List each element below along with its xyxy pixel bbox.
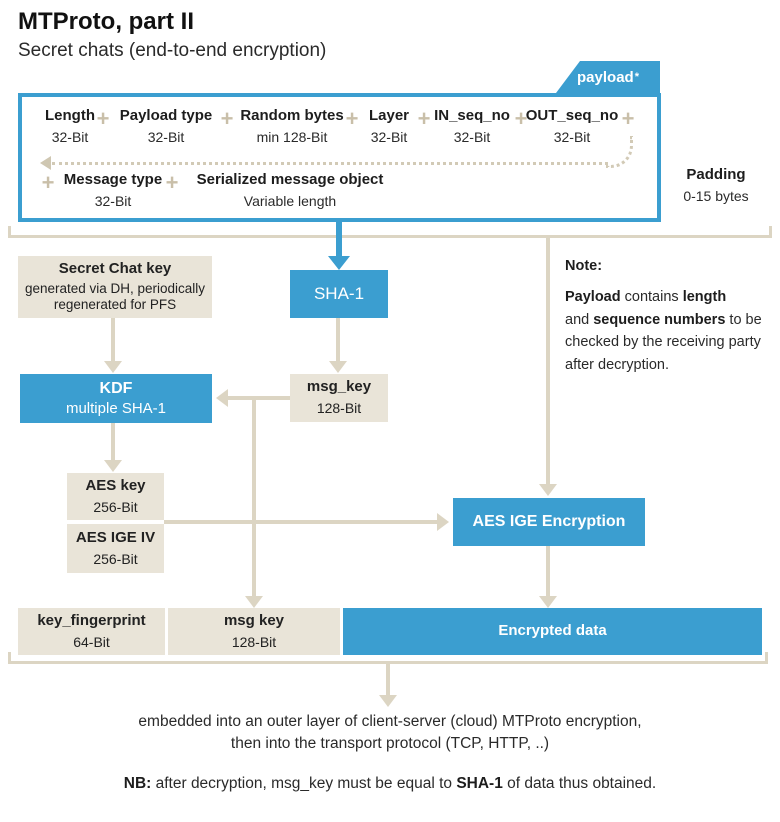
field-in-seq-no: IN_seq_no 32-Bit	[434, 107, 510, 145]
page-subtitle: Secret chats (end-to-end encryption)	[18, 40, 327, 61]
plus-icon: +	[165, 170, 179, 195]
node-aes-key: AES key 256-Bit	[67, 473, 164, 520]
payload-box	[18, 93, 661, 222]
dotted-wrap-arrowhead-icon	[40, 156, 51, 170]
arrow-payload-to-sha1	[336, 222, 342, 258]
line-bottom-out	[386, 661, 390, 697]
plus-icon: +	[345, 106, 359, 131]
line-aeskeys-to-aesige	[164, 520, 439, 524]
field-payload-type: Payload type 32-Bit	[119, 107, 213, 145]
field-serialized-message-object: Serialized message object Variable lengt…	[196, 171, 384, 209]
line-sck-to-kdf	[111, 318, 115, 363]
node-aes-ige-iv: AES IGE IV 256-Bit	[67, 524, 164, 573]
node-secret-chat-key: Secret Chat key generated via DH, period…	[18, 256, 212, 318]
line-msgkey-down-to-bottom	[252, 396, 256, 598]
plus-icon: +	[220, 106, 234, 131]
note-title: Note:	[565, 258, 603, 274]
payload-tab-label: payload	[577, 68, 634, 86]
footer-nb-text: NB: after decryption, msg_key must be eq…	[123, 775, 657, 792]
arrow-sck-to-kdf-head-icon	[104, 361, 122, 373]
plus-icon: +	[621, 106, 635, 131]
arrow-kdf-to-aeskey-head-icon	[104, 460, 122, 472]
field-out-seq-no: OUT_seq_no 32-Bit	[525, 107, 619, 145]
line-kdf-to-aeskey	[111, 423, 115, 462]
node-aes-ige-encryption: AES IGE Encryption	[453, 498, 645, 546]
plus-icon: +	[417, 106, 431, 131]
field-length: Length 32-Bit	[45, 107, 95, 145]
arrow-payload-to-aes-ige-head-icon	[539, 484, 557, 496]
line-msgkey-to-kdf	[226, 396, 290, 400]
payload-tab-asterisk: *	[634, 71, 639, 83]
payload-tab: payload*	[556, 61, 660, 93]
node-sha1: SHA-1	[290, 270, 388, 318]
node-kdf: KDF multiple SHA-1	[20, 374, 212, 423]
arrow-sha1-to-msgkey-head-icon	[329, 361, 347, 373]
plus-icon: +	[514, 106, 528, 131]
line-sha1-to-msgkey	[336, 318, 340, 363]
field-layer: Layer 32-Bit	[368, 107, 410, 145]
payload-underbracket	[8, 226, 772, 238]
plus-icon: +	[41, 170, 55, 195]
padding-note: Padding 0-15 bytes	[683, 166, 749, 204]
arrow-payload-to-sha1-head-icon	[328, 256, 350, 270]
node-msg-key-mid: msg_key 128-Bit	[290, 374, 388, 422]
line-aesige-to-encrypted	[546, 546, 550, 598]
node-encrypted-data: Encrypted data	[343, 608, 762, 655]
node-msg-key-bottom: msg key 128-Bit	[168, 608, 340, 655]
line-payload-to-aes-ige	[546, 235, 550, 486]
field-random-bytes: Random bytes min 128-Bit	[240, 107, 344, 145]
footer-embed-text: embedded into an outer layer of client-s…	[138, 713, 642, 753]
page-title: MTProto, part II	[18, 8, 194, 35]
arrow-aeskeys-to-aesige-head-icon	[437, 513, 449, 531]
dotted-wrap-line	[52, 162, 608, 165]
node-key-fingerprint: key_fingerprint 64-Bit	[18, 608, 165, 655]
arrow-aesige-to-encrypted-head-icon	[539, 596, 557, 608]
arrow-msgkey-to-kdf-head-icon	[216, 389, 228, 407]
arrow-bottom-out-head-icon	[379, 695, 397, 707]
plus-icon: +	[96, 106, 110, 131]
field-message-type: Message type 32-Bit	[63, 171, 163, 209]
arrow-msgkey-bottom-head-icon	[245, 596, 263, 608]
